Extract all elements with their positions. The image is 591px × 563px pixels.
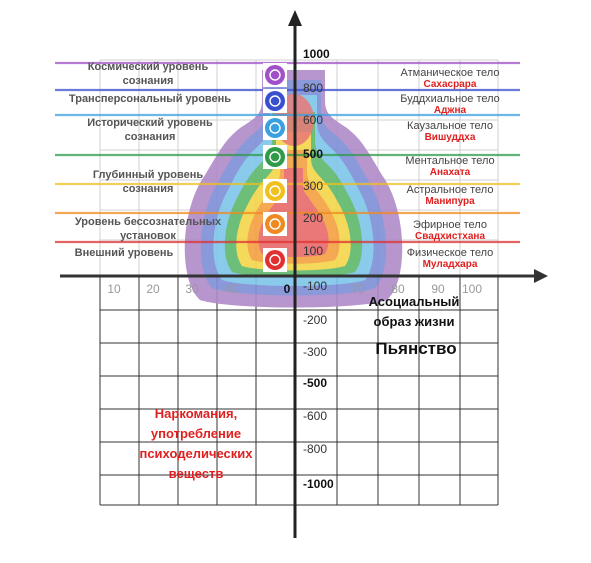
chakra-inner-icon [269, 151, 281, 163]
consciousness-level-label: Космический уровень [88, 61, 209, 73]
x-axis-ticks: 10 20 30 40 0 70 80 90 100 [107, 282, 482, 296]
drugs-note-line: веществ [169, 466, 224, 481]
level-lines [55, 61, 520, 244]
y-tick-label: 800 [303, 81, 323, 95]
consciousness-level-labels: Космический уровеньсознанияТрансперсонал… [69, 61, 231, 259]
chakra-inner-icon [269, 95, 281, 107]
x-tick-label: 90 [431, 282, 445, 296]
consciousness-level-label: сознания [125, 131, 176, 143]
chakra-label: Аджна [434, 105, 467, 116]
y-tick-label: -100 [303, 279, 327, 293]
consciousness-level-label: Глубинный уровень [93, 169, 203, 181]
chakra-label: Вишуддха [425, 132, 476, 143]
chakra-icons [263, 63, 287, 272]
consciousness-level-label: установок [120, 230, 176, 242]
body-label: Атманическое тело [401, 67, 500, 79]
chakra-inner-icon [269, 254, 281, 266]
chakra-inner-icon [269, 185, 281, 197]
chakra-icon [265, 181, 285, 201]
axes [60, 10, 548, 538]
drugs-note: Наркомания, употребление психоделических ве… [139, 406, 253, 481]
x-tick-label: 0 [284, 282, 291, 296]
consciousness-level-label: Трансперсональный уровень [69, 93, 231, 105]
asocial-note-line2: образ жизни [374, 314, 455, 329]
x-tick-label: 100 [462, 282, 482, 296]
chakra-inner-icon [269, 69, 281, 81]
x-tick-label: 40 [225, 282, 239, 296]
chakra-label: Сахасрара [424, 79, 477, 90]
chakra-label: Свадхистхана [415, 231, 485, 242]
body-label: Эфирное тело [413, 219, 487, 231]
body-label: Астральное тело [407, 184, 494, 196]
chakra-icon [265, 65, 285, 85]
chakra-label: Муладхара [423, 259, 478, 270]
chakra-inner-icon [269, 122, 281, 134]
drugs-note-line: психоделических [139, 446, 253, 461]
x-tick-label: 80 [391, 282, 405, 296]
y-axis-arrow-icon [288, 10, 302, 26]
body-label: Физическое тело [407, 247, 494, 259]
x-tick-label: 10 [107, 282, 121, 296]
y-tick-label: 200 [303, 211, 323, 225]
y-tick-label: -600 [303, 409, 327, 423]
chakra-label: Анахата [430, 167, 471, 178]
drugs-note-line: употребление [151, 426, 241, 441]
chakra-icon [265, 214, 285, 234]
consciousness-level-label: Внешний уровень [75, 247, 174, 259]
y-tick-label: 600 [303, 113, 323, 127]
y-tick-label: 300 [303, 179, 323, 193]
y-tick-label: 500 [303, 147, 323, 161]
y-tick-label: 1000 [303, 47, 330, 61]
asocial-note-line1: Асоциальный [369, 294, 460, 309]
chakra-icon [265, 147, 285, 167]
consciousness-level-label: сознания [123, 183, 174, 195]
chakra-icon [265, 118, 285, 138]
body-label: Буддхиальное тело [400, 93, 500, 105]
drunkenness-note: Пьянство [375, 339, 456, 358]
x-tick-label: 70 [351, 282, 365, 296]
chakra-icon [265, 250, 285, 270]
x-axis-arrow-icon [534, 269, 548, 283]
body-label: Каузальное тело [407, 120, 493, 132]
chakra-label: Манипура [425, 196, 475, 207]
y-axis-ticks: 1000 800 600 500 300 200 100 -100 -200 -300 -500 -6… [303, 47, 334, 491]
y-tick-label: 100 [303, 244, 323, 258]
consciousness-level-label: Исторический уровень [87, 117, 213, 129]
y-tick-label: -300 [303, 345, 327, 359]
y-tick-label: -200 [303, 313, 327, 327]
chakra-icon [265, 91, 285, 111]
y-tick-label: -1000 [303, 477, 334, 491]
y-tick-label: -800 [303, 442, 327, 456]
lower-grid [99, 275, 499, 506]
x-tick-label: 20 [146, 282, 160, 296]
y-tick-label: -500 [303, 376, 327, 390]
consciousness-level-label: сознания [123, 75, 174, 87]
consciousness-level-label: Уровень бессознательных [75, 216, 222, 228]
chakra-inner-icon [269, 218, 281, 230]
drugs-note-line: Наркомания, [155, 406, 237, 421]
body-label: Ментальное тело [405, 155, 494, 167]
x-tick-label: 30 [185, 282, 199, 296]
